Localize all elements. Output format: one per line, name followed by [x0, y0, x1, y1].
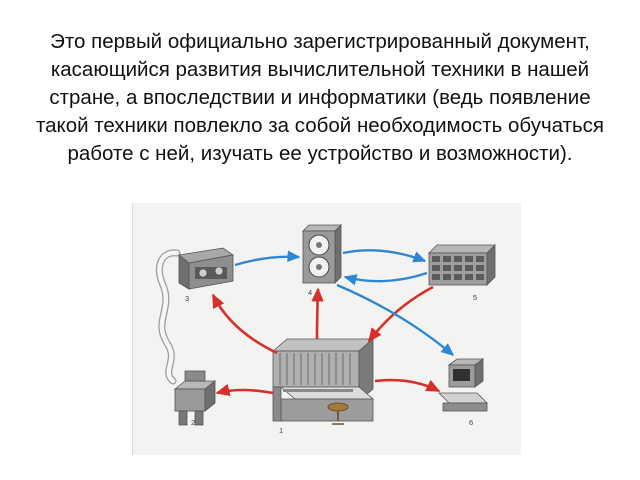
- paper-tape: [156, 249, 181, 385]
- blue-arrow-tape-unit-to-terminal: [336, 283, 455, 356]
- red-arrow-computer-to-tape-reader: [211, 293, 278, 355]
- device-number-2: 2: [191, 418, 195, 427]
- operator-chair: [327, 402, 349, 425]
- teletype-device: [173, 370, 217, 426]
- display-terminal: [438, 358, 488, 412]
- blue-arrow-tape-unit-to-storage: [342, 249, 427, 263]
- blue-arrow-storage-to-tape-unit: [343, 271, 428, 286]
- blue-arrow-tape-reader-to-tape-unit: [234, 250, 301, 267]
- red-arrow-computer-to-terminal: [374, 378, 441, 393]
- storage-cabinet: [428, 244, 496, 286]
- device-number-4: 4: [308, 288, 312, 297]
- device-number-1: 1: [279, 426, 283, 435]
- magnetic-tape-unit: [302, 224, 342, 284]
- device-number-6: 6: [469, 418, 473, 427]
- red-arrow-computer-to-tape-unit: [311, 287, 324, 340]
- main-computer-console: [271, 338, 375, 422]
- slide-text: Это первый официально зарегистрированный…: [35, 30, 605, 165]
- red-arrow-storage-to-computer: [367, 285, 434, 343]
- device-number-5: 5: [473, 293, 477, 302]
- device-number-3: 3: [185, 294, 189, 303]
- red-arrow-computer-to-teletype: [215, 383, 274, 397]
- tape-reader-device: [178, 247, 235, 290]
- computer-system-diagram: 3 4 5: [132, 203, 521, 455]
